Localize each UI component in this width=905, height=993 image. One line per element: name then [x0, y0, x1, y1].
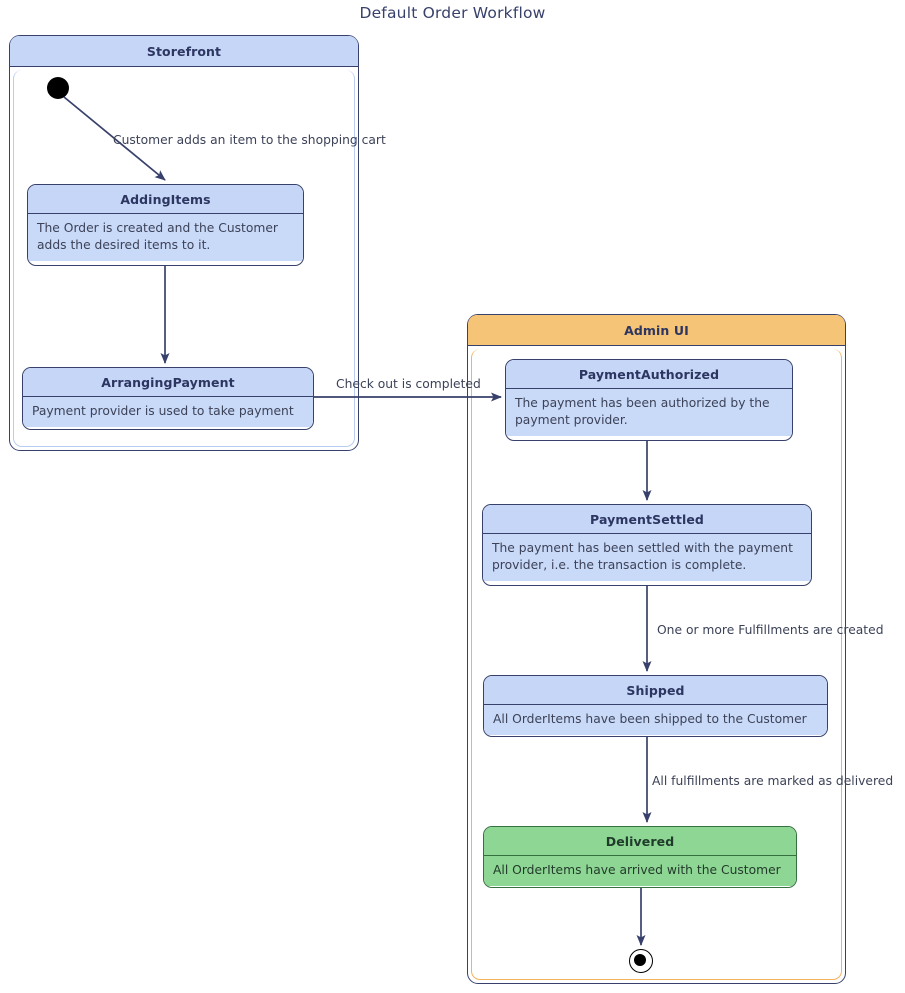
- state-payment-settled[interactable]: PaymentSettled The payment has been sett…: [482, 504, 812, 586]
- state-arranging-payment-description: Payment provider is used to take payment: [23, 397, 313, 427]
- state-payment-authorized-name: PaymentAuthorized: [506, 360, 792, 389]
- state-adding-items-name: AddingItems: [28, 185, 303, 214]
- state-payment-authorized-description: The payment has been authorized by the p…: [506, 389, 792, 436]
- state-adding-items[interactable]: AddingItems The Order is created and the…: [27, 184, 304, 266]
- edge-label-shipped-to-delivered: All fulfillments are marked as delivered: [652, 774, 894, 788]
- state-payment-settled-name: PaymentSettled: [483, 505, 811, 534]
- state-adding-items-description: The Order is created and the Customer ad…: [28, 214, 303, 261]
- composite-state-storefront-label: Storefront: [10, 36, 358, 67]
- edge-label-settled-to-shipped: One or more Fulfillments are created: [657, 623, 884, 637]
- state-delivered[interactable]: Delivered All OrderItems have arrived wi…: [483, 826, 797, 888]
- state-delivered-description: All OrderItems have arrived with the Cus…: [484, 856, 796, 886]
- final-state-marker: [629, 949, 653, 973]
- state-payment-settled-description: The payment has been settled with the pa…: [483, 534, 811, 581]
- state-payment-authorized[interactable]: PaymentAuthorized The payment has been a…: [505, 359, 793, 441]
- page-title: Default Order Workflow: [359, 4, 546, 22]
- state-shipped-name: Shipped: [484, 676, 827, 705]
- state-arranging-payment-name: ArrangingPayment: [23, 368, 313, 397]
- state-arranging-payment[interactable]: ArrangingPayment Payment provider is use…: [22, 367, 314, 430]
- edge-label-arranging-to-authorized: Check out is completed: [336, 377, 481, 391]
- state-shipped[interactable]: Shipped All OrderItems have been shipped…: [483, 675, 828, 737]
- initial-state-marker: [47, 77, 69, 99]
- composite-state-admin-ui-label: Admin UI: [468, 315, 845, 346]
- state-shipped-description: All OrderItems have been shipped to the …: [484, 705, 827, 735]
- state-delivered-name: Delivered: [484, 827, 796, 856]
- edge-label-start-to-adding: Customer adds an item to the shopping ca…: [113, 133, 386, 147]
